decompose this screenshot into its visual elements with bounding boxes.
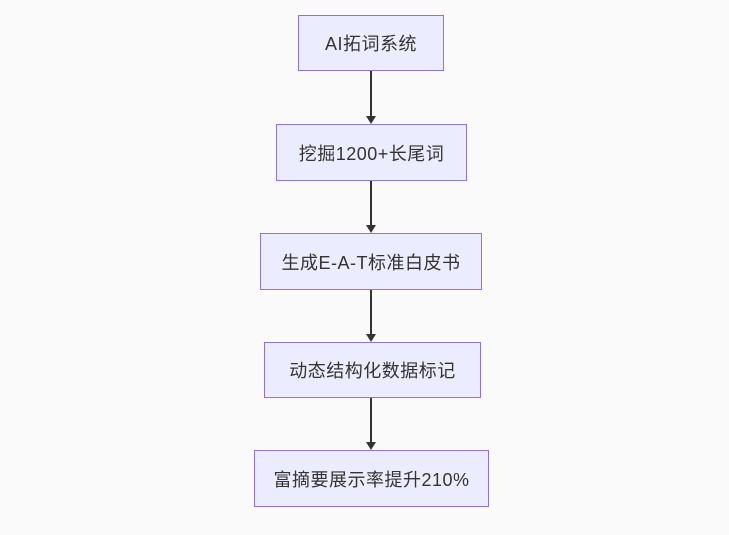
arrow-line xyxy=(370,398,372,442)
flow-arrow xyxy=(366,398,376,450)
arrow-down-icon xyxy=(366,116,376,124)
arrow-line xyxy=(370,181,372,225)
flow-node-eat-whitepaper: 生成E-A-T标准白皮书 xyxy=(260,233,482,290)
flow-node-label: 动态结构化数据标记 xyxy=(289,361,456,381)
arrow-down-icon xyxy=(366,442,376,450)
arrow-down-icon xyxy=(366,334,376,342)
flow-node-rich-snippet-result: 富摘要展示率提升210% xyxy=(254,450,489,507)
flow-arrow xyxy=(366,290,376,342)
flow-node-ai-keyword-system: AI拓词系统 xyxy=(298,15,444,71)
flow-node-label: 富摘要展示率提升210% xyxy=(273,469,470,490)
flow-node-label: 生成E-A-T标准白皮书 xyxy=(281,252,461,273)
arrow-down-icon xyxy=(366,225,376,233)
arrow-line xyxy=(370,71,372,116)
flow-arrow xyxy=(366,181,376,233)
flow-node-longtail-mining: 挖掘1200+长尾词 xyxy=(276,124,467,181)
flow-node-label: AI拓词系统 xyxy=(324,34,417,54)
arrow-line xyxy=(370,290,372,334)
flow-arrow xyxy=(366,71,376,124)
flow-node-label: 挖掘1200+长尾词 xyxy=(298,143,445,164)
flow-node-structured-data-markup: 动态结构化数据标记 xyxy=(264,342,481,398)
